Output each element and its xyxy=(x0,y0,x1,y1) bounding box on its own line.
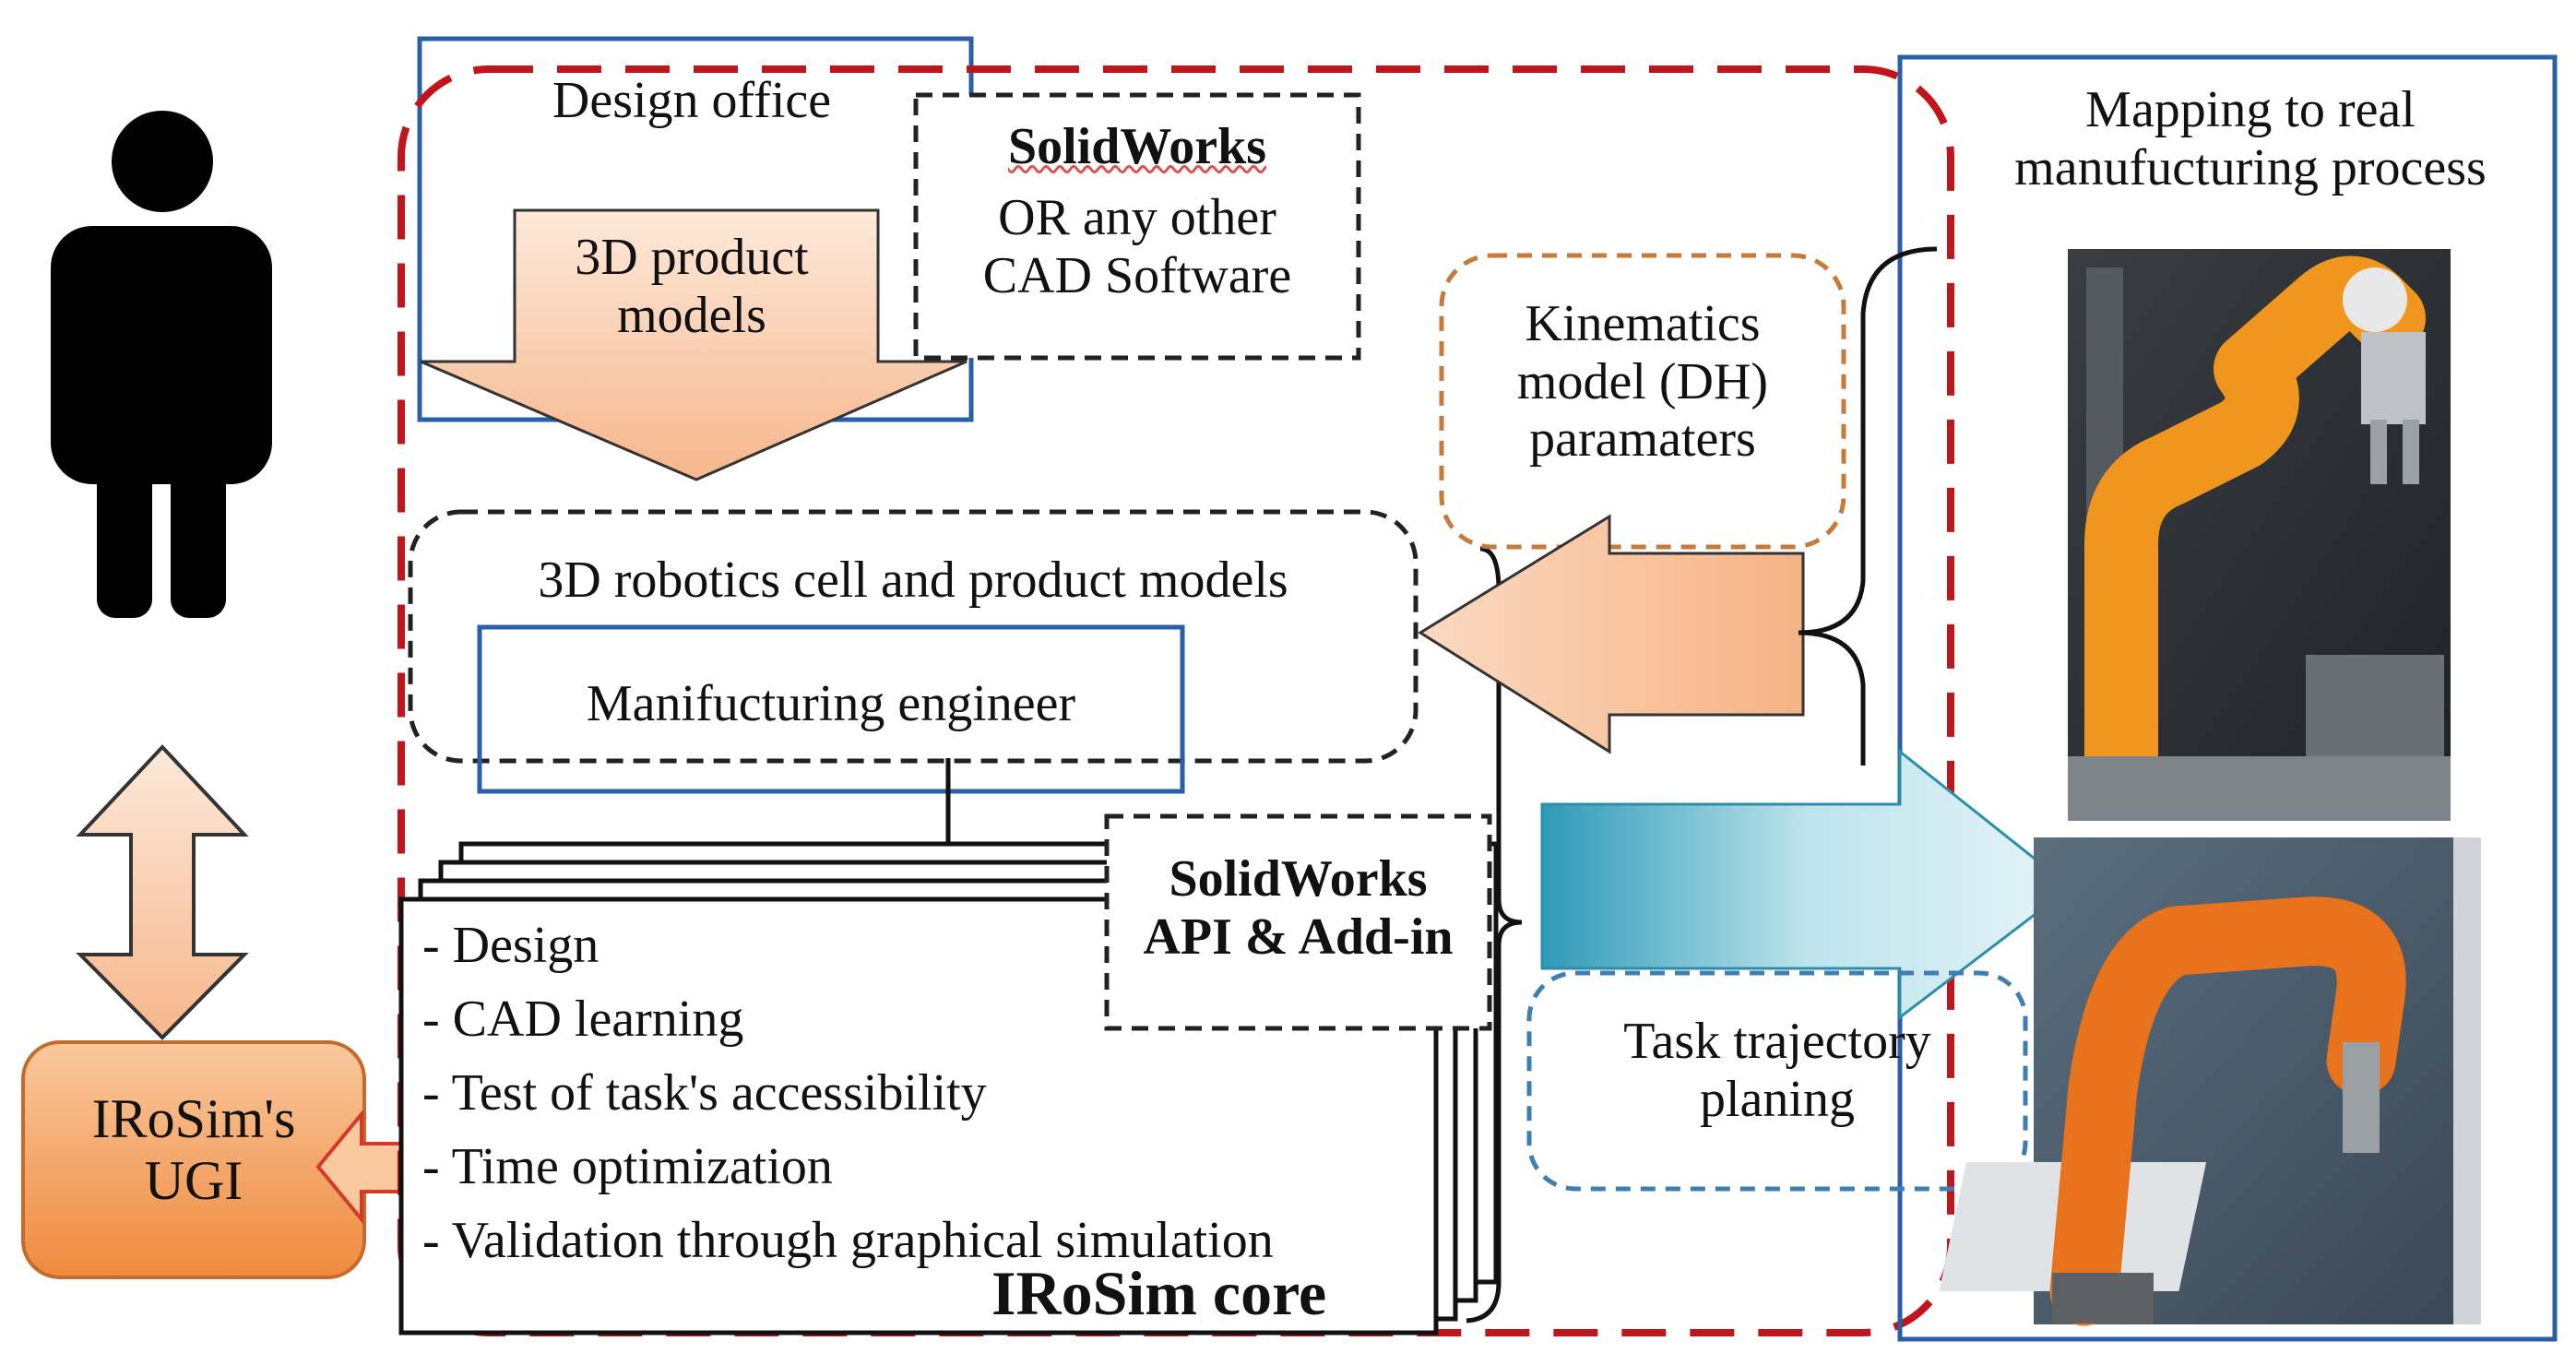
cad-software-box xyxy=(913,92,1361,361)
mapping-brace xyxy=(1798,246,1938,766)
task-label: Task trajectory planing xyxy=(1623,1013,1931,1128)
person-icon xyxy=(51,111,272,618)
product-models-arrow xyxy=(420,208,967,481)
api-label: SolidWorks API & Add-in xyxy=(1143,850,1454,966)
core-item-validation: - Validation through graphical simulatio… xyxy=(422,1212,1274,1269)
core-item-design: - Design xyxy=(422,917,599,974)
mapping-box xyxy=(1897,54,2558,1342)
mapping-title: Mapping to real manufucturing process xyxy=(2014,81,2487,196)
core-item-time-optimization: - Time optimization xyxy=(422,1138,833,1195)
core-stack xyxy=(398,841,1499,1335)
product-models-label: 3D product models xyxy=(575,229,809,344)
core-item-accessibility: - Test of task's accessibility xyxy=(422,1064,987,1122)
engineer-label: Manifucturing engineer xyxy=(586,675,1076,732)
design-office-title: Design office xyxy=(552,72,832,129)
cad-box-line1: SolidWorks xyxy=(1007,118,1267,175)
bidirectional-arrow xyxy=(76,744,249,1040)
task-arrow xyxy=(1540,748,2073,1021)
engineer-box xyxy=(477,624,1185,794)
ugi-label: IRoSim's UGI xyxy=(91,1088,296,1212)
core-item-cad-learning: - CAD learning xyxy=(422,991,744,1048)
task-box xyxy=(1526,970,2028,1192)
robot-photo-bottom xyxy=(1939,837,2481,1326)
kinematics-arrow xyxy=(1418,514,1805,754)
cad-box-line2: OR any other CAD Software xyxy=(982,189,1292,304)
robotics-cell-box xyxy=(408,509,1419,764)
kinematics-label: Kinematics model (DH) paramaters xyxy=(1516,295,1769,469)
core-item-list: - Design - CAD learning - Test of task's… xyxy=(422,908,1274,1277)
core-title: IRoSim core xyxy=(991,1258,1327,1328)
robotics-cell-title: 3D robotics cell and product models xyxy=(538,552,1288,609)
core-brace xyxy=(1466,546,1523,1323)
kinematics-box xyxy=(1439,253,1846,550)
robot-photo-top xyxy=(2068,249,2451,821)
api-box xyxy=(1104,813,1492,1031)
